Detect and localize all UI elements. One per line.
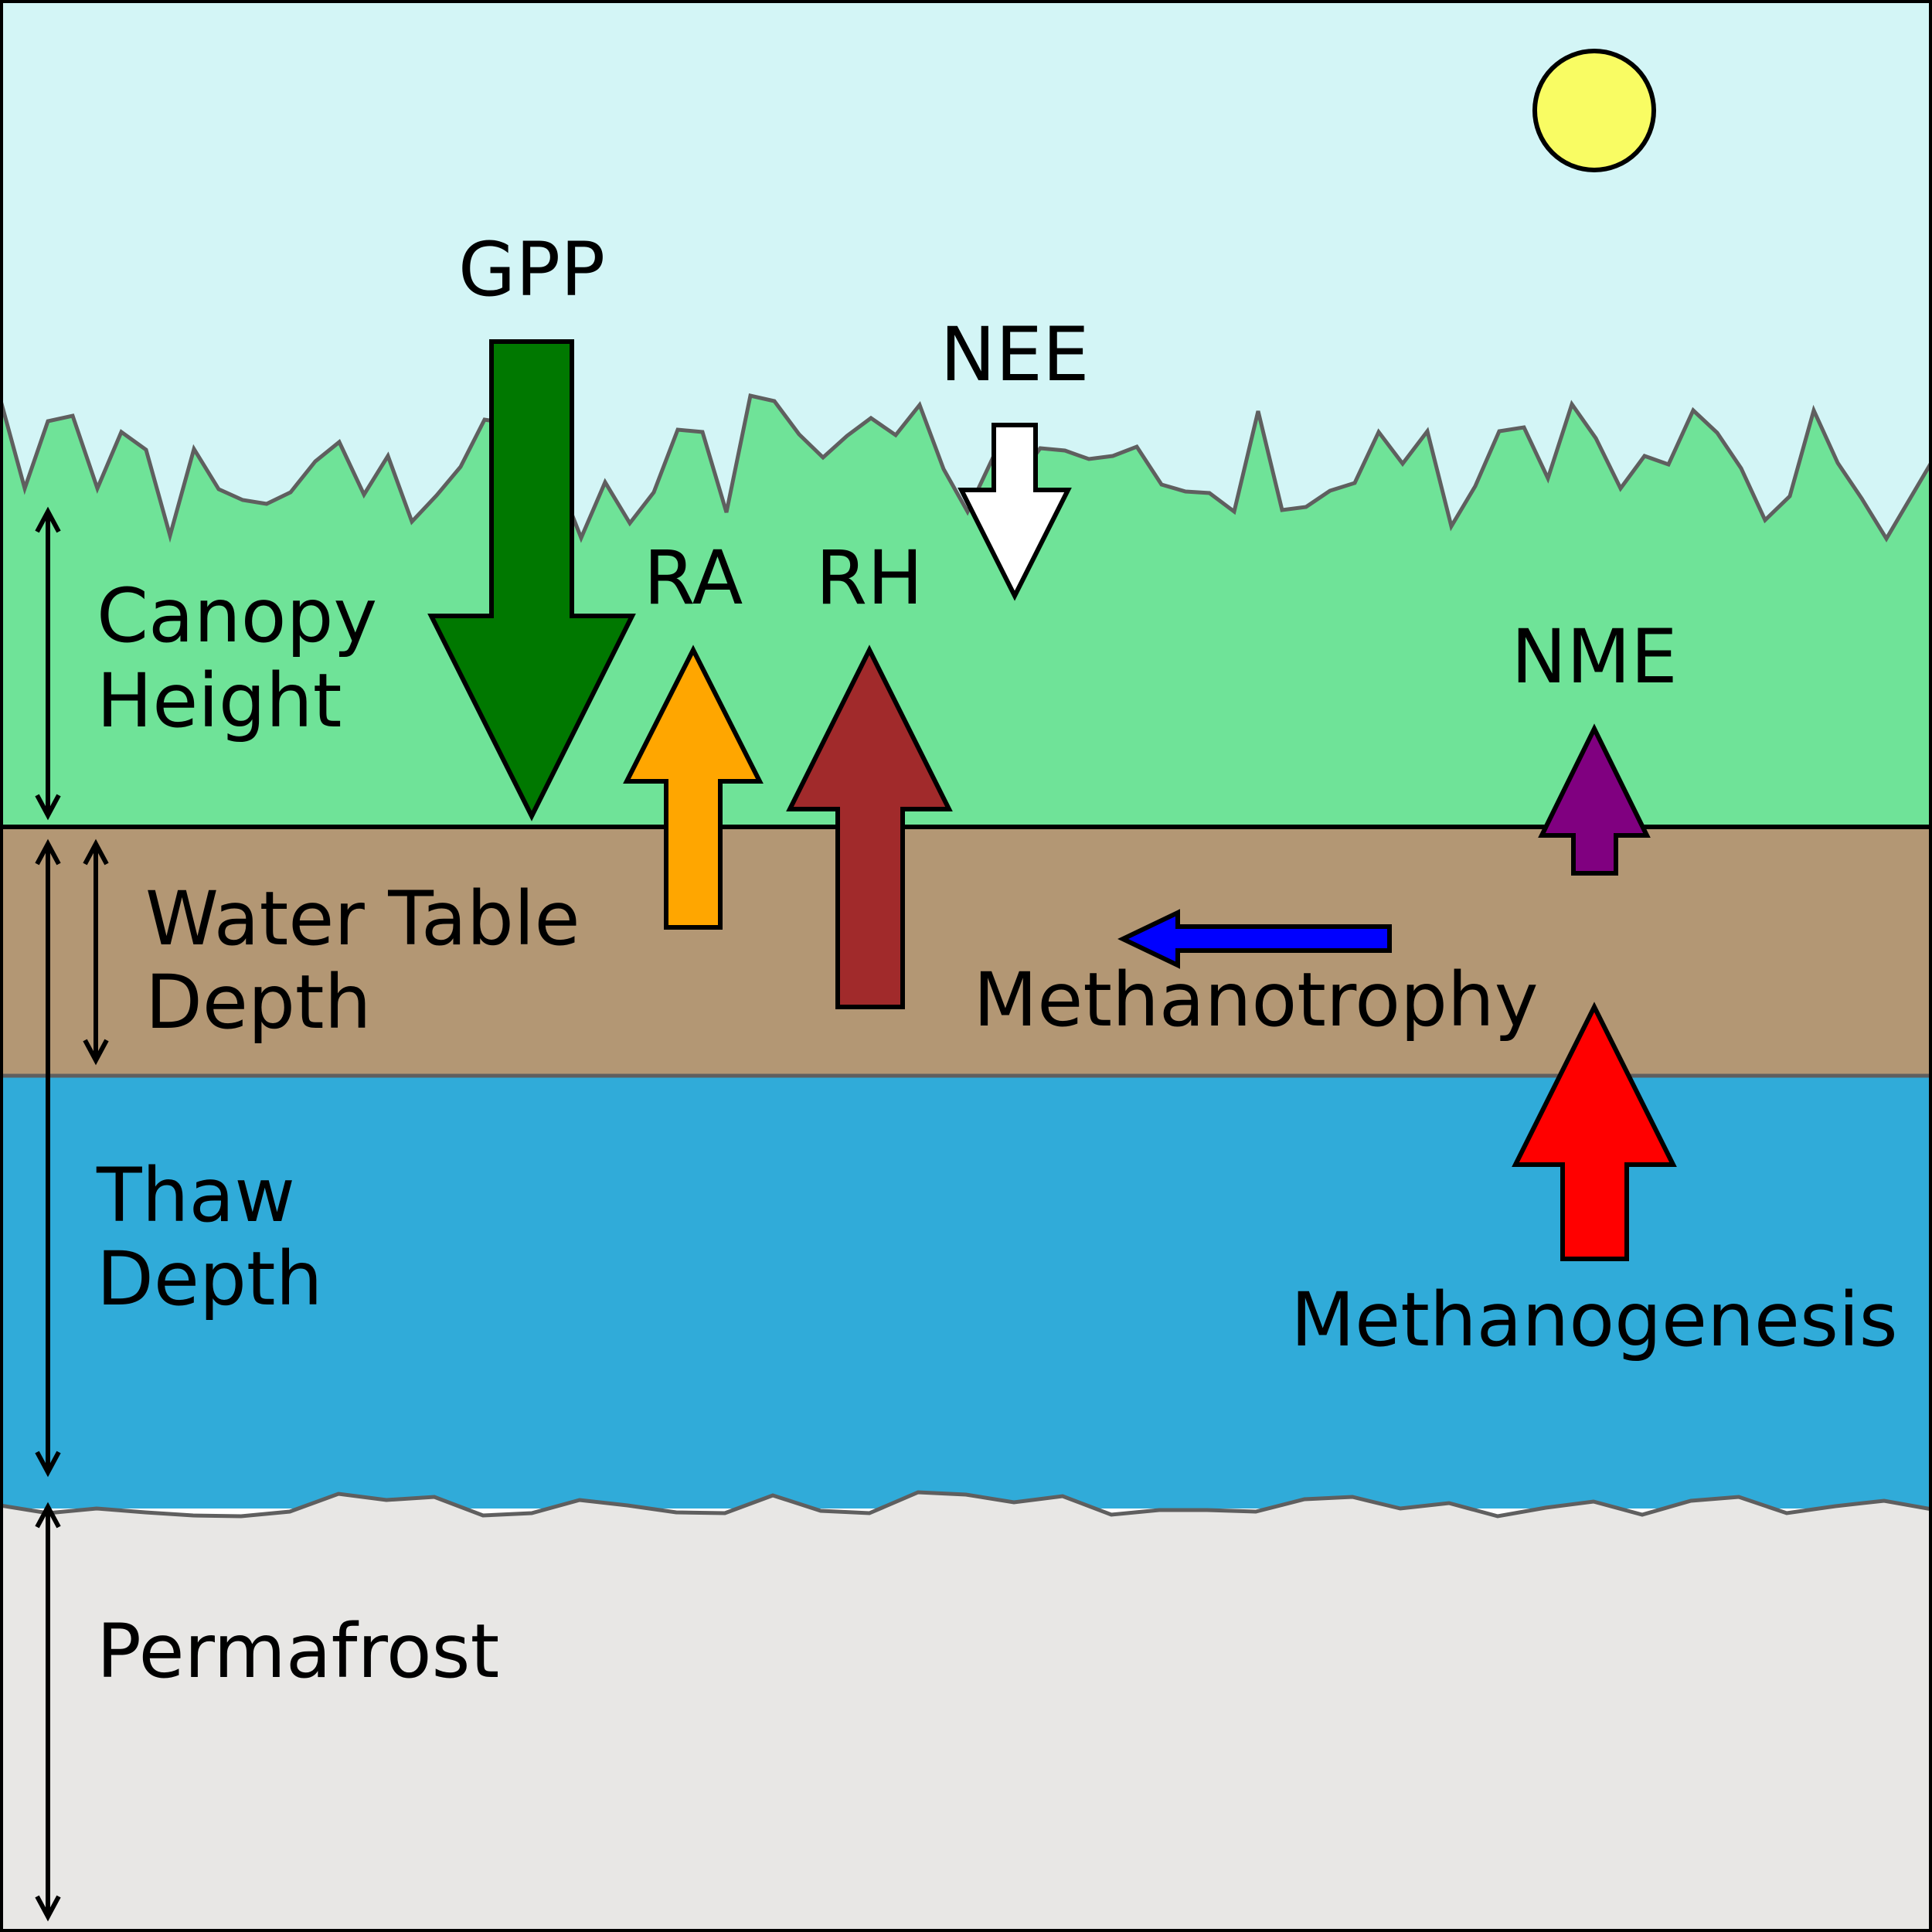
rh-label: RH xyxy=(816,535,923,621)
methanotrophy-arrow xyxy=(1117,909,1392,969)
thaw-depth-indicator xyxy=(35,838,61,1478)
nee-arrow xyxy=(957,423,1072,601)
nme-arrow xyxy=(1538,723,1651,876)
canopy-height-indicator xyxy=(35,506,61,821)
methanotrophy-label: Methanotrophy xyxy=(973,957,1538,1043)
water-table-depth-label-line1: Water Table xyxy=(145,876,580,962)
ra-arrow xyxy=(623,645,764,930)
ra-label: RA xyxy=(644,535,743,621)
permafrost-label: Permafrost xyxy=(97,1608,499,1695)
permafrost-indicator xyxy=(35,1502,61,1922)
nme-label: NME xyxy=(1511,614,1677,700)
thaw-depth-label-line2: Depth xyxy=(97,1236,322,1322)
nee-label: NEE xyxy=(940,311,1089,398)
sun-icon xyxy=(1532,49,1656,172)
canopy-height-label-line2: Height xyxy=(97,658,342,744)
permafrost-layer xyxy=(0,1490,1932,1932)
water-table-depth-label-line2: Depth xyxy=(145,959,371,1046)
gpp-arrow xyxy=(427,339,636,821)
thaw-depth-label-line1: Thaw xyxy=(96,1152,295,1239)
canopy-height-label-line1: Canopy xyxy=(97,573,377,659)
methanogenesis-arrow xyxy=(1512,1002,1677,1261)
water-table-depth-indicator xyxy=(83,838,109,1066)
methanogenesis-label: Methanogenesis xyxy=(1291,1277,1897,1363)
rh-arrow xyxy=(786,645,953,1009)
gpp-label: GPP xyxy=(458,226,605,313)
